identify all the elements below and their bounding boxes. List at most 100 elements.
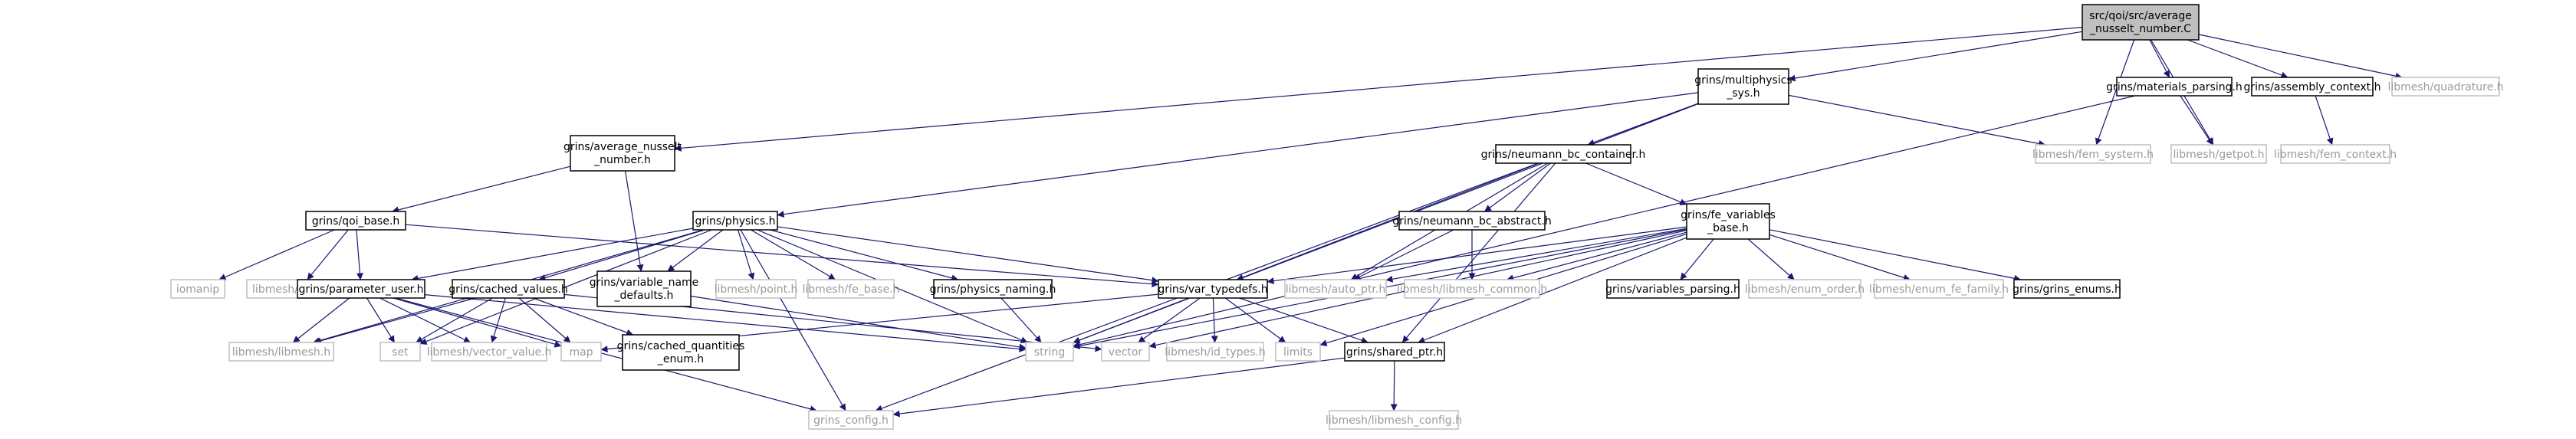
edge-mps-to-phys xyxy=(777,92,1699,218)
node-sp[interactable]: grins/shared_ptr.h xyxy=(1344,342,1445,362)
node-lml: libmesh/libmesh.h xyxy=(228,342,334,362)
node-box xyxy=(1686,203,1770,240)
edge-qoib-to-diffqoi xyxy=(307,229,349,280)
node-nbcc[interactable]: grins/neumann_bc_container.h xyxy=(1481,144,1646,164)
node-qoib[interactable]: grins/qoi_base.h xyxy=(305,211,406,231)
node-label: grins/variables_parsing.h xyxy=(1605,283,1740,296)
edge-main-to-femsys xyxy=(2095,39,2135,146)
node-box xyxy=(1284,279,1387,299)
node-box xyxy=(1344,342,1445,362)
node-ge[interactable]: grins/grins_enums.h xyxy=(2013,279,2121,299)
edge-vt-to-idt xyxy=(1211,297,1218,343)
edge-pu-to-vv xyxy=(380,297,472,343)
edge-pu-to-map xyxy=(393,297,562,348)
node-box xyxy=(715,279,797,299)
edge-phys-to-set xyxy=(419,229,712,345)
node-label: libmesh/libmesh.h xyxy=(232,346,330,359)
node-box xyxy=(380,342,421,362)
node-label: grins/assembly_context.h xyxy=(2244,81,2381,93)
node-label: grins/multiphysics_sys.h xyxy=(1694,74,1792,100)
node-nbca[interactable]: grins/neumann_bc_abstract.h xyxy=(1392,211,1552,231)
edge-main-to-mps xyxy=(1788,31,2083,82)
node-asmc[interactable]: grins/assembly_context.h xyxy=(2244,77,2381,97)
node-box xyxy=(1329,410,1459,430)
edge-fev-to-lmcommon xyxy=(1506,231,1687,282)
edge-cv-to-lml xyxy=(314,297,475,345)
node-label: libmesh/quadrature.h xyxy=(2387,81,2503,93)
file-nodes: src/qoi/src/average_nusselt_number.Cgrin… xyxy=(170,4,2504,430)
edge-nbcc-to-sp xyxy=(1401,162,1556,343)
node-label: src/qoi/src/average_nusselt_number.C xyxy=(2089,10,2192,35)
node-label: grins/cached_values.h xyxy=(449,283,568,296)
node-iomanip: iomanip xyxy=(170,279,225,299)
edge-vt-to-string xyxy=(1073,297,1190,344)
edge-nbcc-to-fev xyxy=(1585,162,1687,205)
node-box xyxy=(1398,211,1546,231)
node-label: limits xyxy=(1283,346,1313,359)
node-phys[interactable]: grins/physics.h xyxy=(692,211,778,231)
node-vt[interactable]: grins/var_typedefs.h xyxy=(1158,279,1268,299)
edge-fev-to-ge xyxy=(1769,229,2022,282)
node-label: libmesh/vector_value.h xyxy=(427,346,552,359)
node-feb: libmesh/fe_base.h xyxy=(802,279,900,299)
node-box xyxy=(622,334,740,371)
node-label: libmesh/fem_context.h xyxy=(2274,149,2397,161)
edge-matp-to-getpot xyxy=(2180,95,2213,146)
edge-nbcc-to-vt xyxy=(1236,162,1540,281)
node-label: grins_config.h xyxy=(813,414,889,427)
node-box xyxy=(1404,279,1540,299)
node-box xyxy=(808,410,894,430)
node-matp[interactable]: grins/materials_parsing.h xyxy=(2106,77,2242,97)
node-box xyxy=(1495,144,1631,164)
node-label: libmesh/fe_base.h xyxy=(802,283,899,296)
node-box xyxy=(1025,342,1074,362)
edge-fev-to-vt xyxy=(1267,226,1687,285)
node-vnd[interactable]: grins/variable_name_defaults.h xyxy=(590,270,699,307)
node-fev[interactable]: grins/fe_variables_base.h xyxy=(1681,203,1776,240)
node-box xyxy=(2170,144,2267,164)
node-label: map xyxy=(569,346,593,359)
node-cv[interactable]: grins/cached_values.h xyxy=(449,279,568,299)
edge-fev-to-eo xyxy=(1747,238,1795,280)
edge-fev-to-eff xyxy=(1769,234,1911,281)
node-map: map xyxy=(560,342,602,362)
node-label: libmesh/point.h xyxy=(715,283,798,296)
edge-main-to-matp xyxy=(2149,39,2170,78)
node-pn[interactable]: grins/physics_naming.h xyxy=(930,279,1056,299)
edge-main-to-quad xyxy=(2198,34,2403,80)
edge-phys-to-pn xyxy=(770,229,959,282)
edge-vt-to-vector xyxy=(1138,297,1201,343)
node-label: grins/physics.h xyxy=(695,215,776,228)
node-label: libmesh/enum_fe_family.h xyxy=(1869,283,2009,296)
edge-asmc-to-femctx xyxy=(2315,95,2334,146)
node-mps[interactable]: grins/multiphysics_sys.h xyxy=(1694,68,1792,105)
node-vp[interactable]: grins/variables_parsing.h xyxy=(1605,279,1740,299)
edge-cv-to-set xyxy=(416,297,493,343)
node-vector: vector xyxy=(1101,342,1150,362)
node-eo: libmesh/enum_order.h xyxy=(1745,279,1865,299)
node-main[interactable]: src/qoi/src/average_nusselt_number.C xyxy=(2082,4,2200,41)
node-box xyxy=(2013,279,2121,299)
node-box xyxy=(692,211,778,231)
edge-qoib-to-pu xyxy=(356,229,363,280)
edge-phys-to-cv xyxy=(538,229,705,281)
node-label: libmesh/fem_system.h xyxy=(2032,149,2154,161)
node-point: libmesh/point.h xyxy=(715,279,798,299)
edge-pu-to-lml xyxy=(292,297,350,343)
node-box xyxy=(1606,279,1740,299)
node-pu[interactable]: grins/parameter_user.h xyxy=(297,279,426,299)
edge-vt-to-limits xyxy=(1224,297,1286,343)
node-cqe[interactable]: grins/cached_quantities_enum.h xyxy=(617,334,745,371)
node-box xyxy=(2391,77,2500,97)
node-avgnu[interactable]: grins/average_nusselt_number.h xyxy=(564,135,682,172)
edge-phys-to-feb xyxy=(751,229,836,280)
node-box xyxy=(2280,144,2390,164)
node-box xyxy=(1697,68,1789,105)
edge-fev-to-sp xyxy=(1418,237,1687,344)
edge-cv-to-cqe xyxy=(533,297,634,336)
edge-matp-to-string xyxy=(1073,95,2136,349)
node-label: grins/parameter_user.h xyxy=(299,283,424,296)
node-label: libmesh/auto_ptr.h xyxy=(1286,283,1385,296)
node-label: libmesh/libmesh_config.h xyxy=(1326,414,1462,427)
